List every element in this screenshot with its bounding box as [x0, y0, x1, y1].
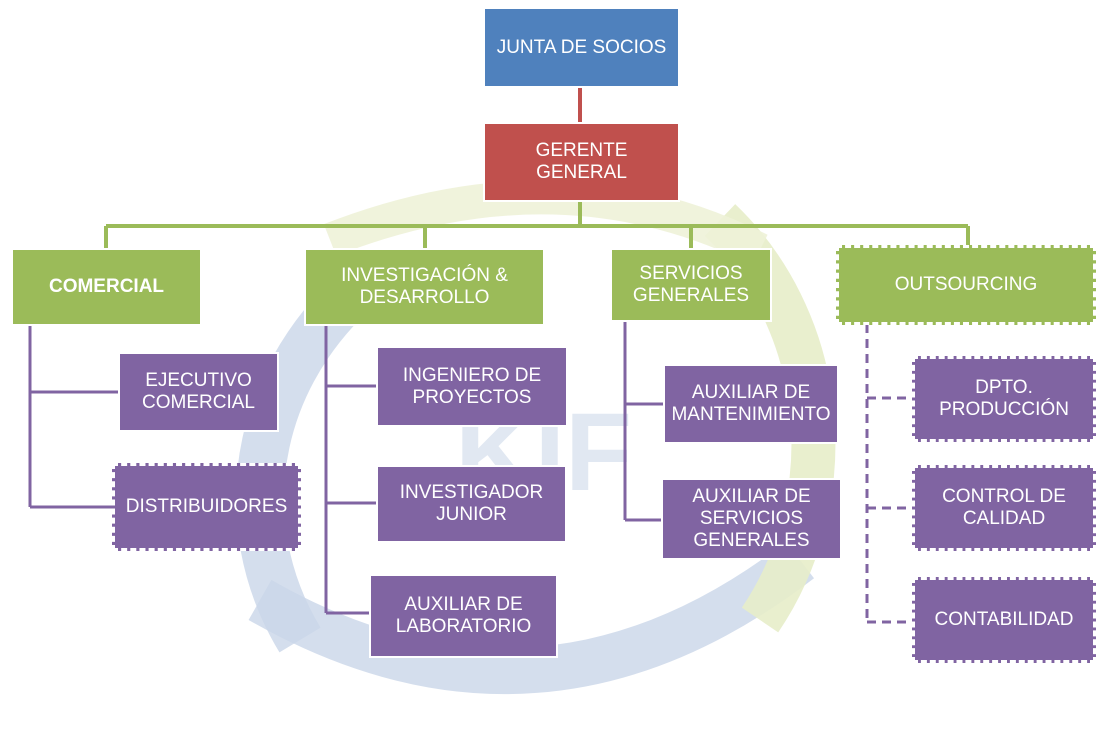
department-comercial-label: COMERCIAL — [48, 276, 165, 297]
role-investigador-junior-label: INVESTIGADOR JUNIOR — [399, 482, 544, 525]
role-auxiliar-de-mantenimiento: AUXILIAR DE MANTENIMIENTO — [663, 364, 839, 444]
connector-roles-outsourcing — [865, 324, 912, 624]
role-investigador-junior: INVESTIGADOR JUNIOR — [376, 465, 567, 543]
watermark-blue-swoosh — [248, 541, 815, 695]
junta-de-socios-box: JUNTA DE SOCIOS — [483, 7, 680, 88]
role-dpto-produccion-label: DPTO. PRODUCCIÓN — [939, 377, 1069, 420]
role-ejecutivo-comercial-label: EJECUTIVO COMERCIAL — [142, 370, 255, 413]
role-dpto-produccion: DPTO. PRODUCCIÓN — [912, 356, 1096, 442]
role-auxiliar-de-mantenimiento-label: AUXILIAR DE MANTENIMIENTO — [671, 382, 831, 425]
connector-departments — [104, 200, 970, 248]
department-outsourcing-label: OUTSOURCING — [894, 274, 1038, 295]
role-ingeniero-de-proyectos: INGENIERO DE PROYECTOS — [376, 346, 568, 427]
role-distribuidores-label: DISTRIBUIDORES — [125, 496, 288, 517]
junta-de-socios-label: JUNTA DE SOCIOS — [496, 36, 667, 58]
role-auxiliar-de-servicios-generales: AUXILIAR DE SERVICIOS GENERALES — [661, 478, 842, 560]
role-auxiliar-de-laboratorio-label: AUXILIAR DE LABORATORIO — [395, 594, 532, 637]
connector-roles-comercial — [28, 326, 118, 509]
role-auxiliar-de-servicios-generales-label: AUXILIAR DE SERVICIOS GENERALES — [692, 486, 811, 551]
department-outsourcing: OUTSOURCING — [836, 245, 1096, 325]
role-auxiliar-de-laboratorio: AUXILIAR DE LABORATORIO — [369, 574, 558, 658]
role-ingeniero-de-proyectos-label: INGENIERO DE PROYECTOS — [402, 364, 542, 408]
role-contabilidad: CONTABILIDAD — [912, 577, 1096, 663]
department-comercial: COMERCIAL — [11, 248, 202, 326]
gerente-general-label: GERENTE GENERAL — [535, 140, 628, 183]
role-control-de-calidad: CONTROL DE CALIDAD — [912, 465, 1096, 551]
role-control-de-calidad-label: CONTROL DE CALIDAD — [942, 486, 1066, 529]
department-servicios-generales-label: SERVICIOS GENERALES — [632, 263, 750, 306]
role-contabilidad-label: CONTABILIDAD — [934, 609, 1074, 630]
role-ejecutivo-comercial: EJECUTIVO COMERCIAL — [118, 352, 279, 432]
department-servicios-generales: SERVICIOS GENERALES — [610, 248, 772, 322]
department-investigacion-desarrollo: INVESTIGACIÓN & DESARROLLO — [304, 248, 545, 326]
gerente-general-box: GERENTE GENERAL — [483, 122, 680, 202]
role-distribuidores: DISTRIBUIDORES — [112, 463, 301, 551]
connector-roles-servicios — [623, 322, 663, 522]
connector-roles-id — [324, 326, 376, 615]
department-investigacion-desarrollo-label: INVESTIGACIÓN & DESARROLLO — [341, 265, 508, 308]
